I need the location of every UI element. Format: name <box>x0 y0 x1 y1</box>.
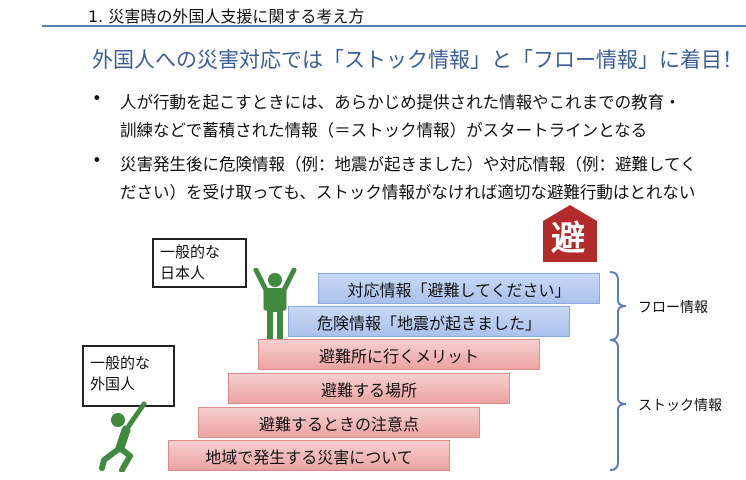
stock-step-evacuation-place: 避難する場所 <box>228 373 510 404</box>
flow-info-label: フロー情報 <box>638 300 708 316</box>
section-title: 1. 災害時の外国人支援に関する考え方 <box>88 7 365 26</box>
title-divider <box>42 25 746 27</box>
flow-step-danger-info: 危険情報「地震が起きました」 <box>288 306 570 337</box>
bullet-icon: • <box>92 89 102 108</box>
bullet-2-line-1: 災害発生後に危険情報（例：地震が起きました）や対応情報（例：避難してく <box>120 155 697 174</box>
shelter-sign-icon: 避 <box>543 205 597 262</box>
bullet-2-line-2: ださい）を受け取っても、ストック情報がなければ適切な避難行動はとれない <box>120 183 696 202</box>
label-line: 日本人 <box>160 264 206 282</box>
stock-step-shelter-merit: 避難所に行くメリット <box>258 339 540 370</box>
label-line: 外国人 <box>90 375 136 393</box>
label-line: 一般的な <box>160 243 221 261</box>
climbing-person-icon <box>99 401 147 472</box>
label-line: 一般的な <box>90 354 151 372</box>
bullet-1-line-2: 訓練などで蓄積された情報（＝ストック情報）がスタートラインとなる <box>120 121 648 140</box>
stock-step-precautions: 避難するときの注意点 <box>198 407 480 438</box>
bullet-1-line-1: 人が行動を起こすときには、あらかじめ提供された情報やこれまでの教育・ <box>120 93 681 112</box>
stock-step-local-disasters: 地域で発生する災害について <box>168 440 450 471</box>
foreigner-label: 一般的な 外国人 <box>82 345 175 407</box>
stock-info-label: ストック情報 <box>638 398 722 414</box>
bullet-icon: • <box>92 151 102 170</box>
slide-heading: 外国人への災害対応では「ストック情報」と「フロー情報」に着目！ <box>92 48 743 72</box>
flow-step-response-info: 対応情報「避難してください」 <box>318 273 600 304</box>
japanese-person-label: 一般的な 日本人 <box>152 238 247 288</box>
brace-icon <box>609 271 627 471</box>
standing-person-icon <box>253 268 297 340</box>
shelter-sign-text: 避 <box>551 219 585 259</box>
